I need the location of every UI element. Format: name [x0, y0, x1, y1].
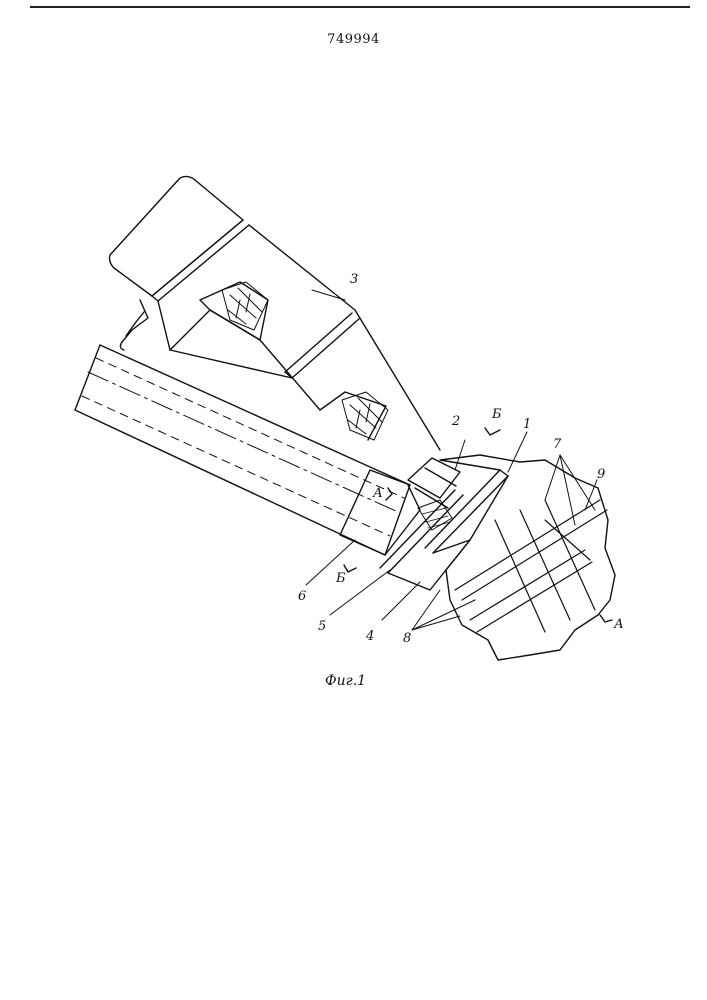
label-3: 3	[350, 272, 358, 287]
label-8: 8	[403, 631, 411, 646]
label-1: 1	[523, 417, 531, 432]
housing-6	[340, 470, 452, 555]
winding-block-upper	[222, 282, 268, 330]
inclined-pipe	[75, 345, 410, 555]
leader-lines	[306, 290, 597, 630]
section-markers	[344, 428, 612, 622]
motor-bracket	[120, 300, 148, 350]
workpiece-9	[440, 455, 615, 660]
label-9: 9	[597, 467, 605, 482]
motor-flange	[152, 220, 249, 301]
section-a-top-label: А	[372, 486, 383, 501]
flange-plates	[380, 470, 508, 573]
label-5: 5	[318, 619, 326, 634]
label-7: 7	[553, 437, 562, 452]
label-6: 6	[298, 589, 306, 604]
label-4: 4	[365, 629, 374, 644]
label-2: 2	[451, 414, 460, 429]
section-b-bottom-label: Б	[335, 571, 346, 586]
section-b-top-label: Б	[491, 407, 502, 422]
upper-body	[158, 225, 440, 450]
rods	[455, 500, 607, 632]
section-a-bottom-label: А	[613, 617, 624, 632]
figure-caption: Фиг.1	[325, 673, 366, 689]
